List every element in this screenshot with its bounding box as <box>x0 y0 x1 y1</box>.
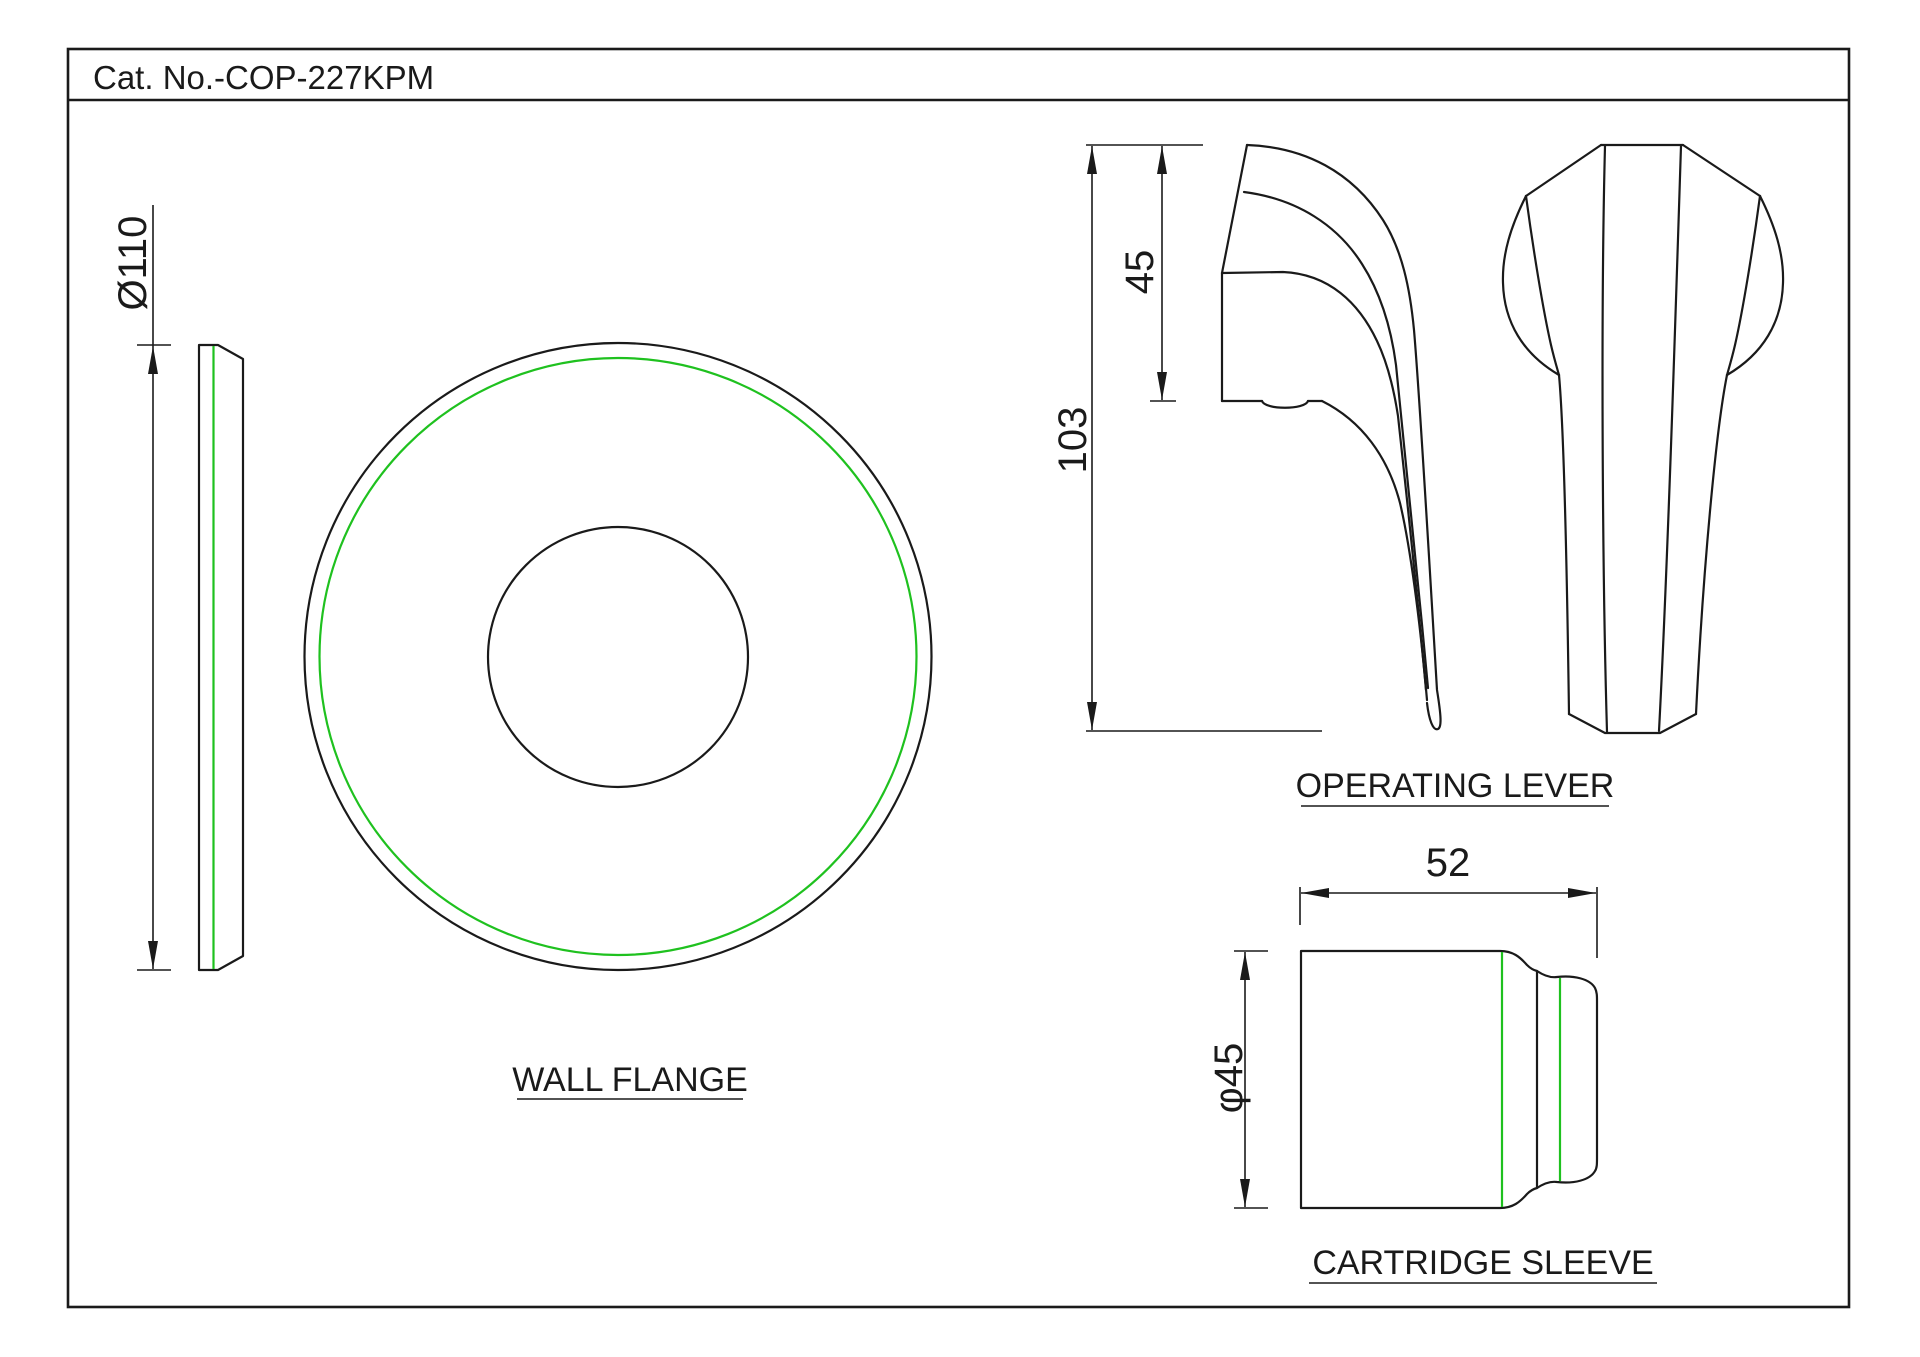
lever-front-left-taper <box>1557 373 1571 716</box>
dim-text-hub-height: 45 <box>1118 250 1162 295</box>
wall-flange-label: WALL FLANGE <box>512 1061 748 1099</box>
operating-lever-label: OPERATING LEVER <box>1296 767 1615 805</box>
cartridge-sleeve-view: 52 φ45 CARTRIDGE SLEEVE <box>1207 841 1657 1284</box>
dim-arrow <box>1157 146 1167 174</box>
lever-underside-profile <box>1320 399 1429 702</box>
dim-arrow <box>1301 888 1329 898</box>
drawing-frame: Cat. No.-COP-227KPM <box>66 47 1851 1309</box>
lever-total-height-dimension: 103 <box>1051 144 1322 732</box>
flange-center-hole <box>486 525 750 789</box>
sleeve-length-dimension: 52 <box>1299 841 1598 958</box>
lever-hub-height-dimension: 45 <box>1118 146 1176 402</box>
cartridge-sleeve-label: CARTRIDGE SLEEVE <box>1312 1244 1653 1282</box>
lever-outer-profile <box>1245 143 1442 731</box>
lever-style-curve-lower <box>1220 270 1428 692</box>
catalog-number: Cat. No.-COP-227KPM <box>93 59 434 96</box>
flange-side-profile <box>197 343 245 972</box>
dim-text-diameter: Ø110 <box>111 216 155 311</box>
lever-front-facet-line-left <box>1601 144 1609 734</box>
lever-front-right-ear-outer <box>1725 194 1785 377</box>
operating-lever-view: 103 45 OPERATING LEVER <box>1051 143 1785 807</box>
sleeve-diameter-dimension: φ45 <box>1207 950 1268 1209</box>
border-rect <box>66 47 1851 1309</box>
wall-flange-view: Ø110 WALL FLANGE <box>111 205 933 1100</box>
lever-front-shoulders <box>1524 143 1762 198</box>
dim-arrow <box>1087 146 1097 174</box>
lever-front-bottom-edge <box>1567 712 1698 735</box>
dim-arrow <box>1568 888 1596 898</box>
dim-arrow <box>1157 372 1167 400</box>
lever-side-view <box>1220 143 1442 731</box>
dim-text-diameter: φ45 <box>1207 1043 1251 1113</box>
lever-front-right-taper <box>1694 373 1729 716</box>
dim-arrow <box>1087 702 1097 730</box>
lever-hub-boss-arc <box>1260 399 1310 409</box>
dim-arrow <box>148 346 158 374</box>
lever-hub-front-slant <box>1220 143 1249 275</box>
dim-arrow <box>148 941 158 969</box>
flange-outer-circle <box>303 341 933 972</box>
lever-front-right-ear-inner <box>1725 194 1762 377</box>
dim-arrow <box>1240 1179 1250 1207</box>
dim-text-length: 52 <box>1426 841 1471 885</box>
dim-text-total-height: 103 <box>1051 407 1095 474</box>
flange-accent-circle <box>318 356 918 957</box>
sleeve-body-outline <box>1299 949 1599 1210</box>
flange-diameter-dimension: Ø110 <box>111 205 171 971</box>
lever-style-curve-upper <box>1242 190 1430 690</box>
dim-arrow <box>1240 952 1250 980</box>
lever-front-facet-line-right <box>1657 144 1683 733</box>
lever-front-left-ear-outer <box>1501 194 1561 377</box>
lever-front-view <box>1501 143 1785 735</box>
lever-front-left-ear-inner <box>1524 194 1561 377</box>
